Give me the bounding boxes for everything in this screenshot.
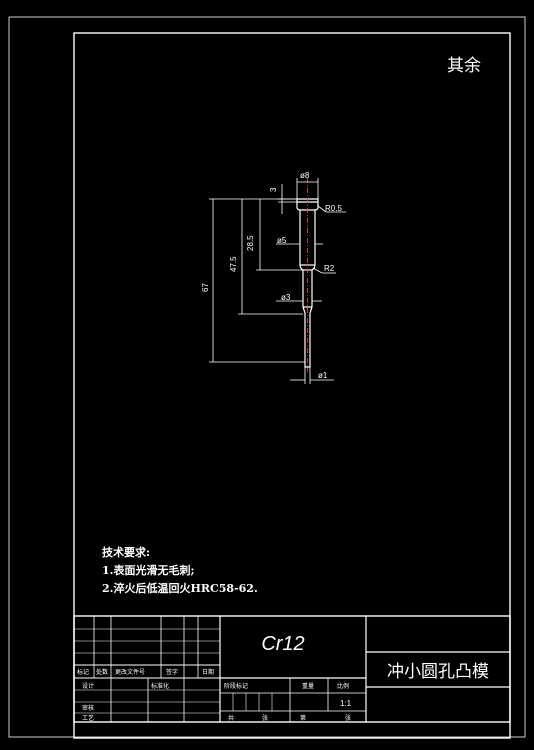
- label-sheets: 张: [262, 714, 268, 722]
- tech-note-2: 2.淬火后低温回火HRC58-62.: [102, 581, 258, 595]
- label-standardize: 标准化: [151, 682, 169, 690]
- outer-frame: [8, 16, 526, 738]
- dim-length-47-5: 47.5: [229, 256, 238, 272]
- dim-shank-dia: ø5: [277, 236, 287, 245]
- dim-length-28-5: 28.5: [246, 235, 255, 251]
- dim-head-height: 3: [269, 187, 278, 192]
- dim-head-radius: R0.5: [325, 204, 342, 213]
- material-value: Cr12: [261, 633, 304, 655]
- tech-note-1: 1.表面光滑无毛刺;: [102, 563, 195, 577]
- dim-length-67: 67: [201, 283, 210, 292]
- label-date: 日期: [202, 668, 214, 676]
- title-block: 标记 处数 更改文件号 签字 日期 设计 标准化 审核 工艺 阶段标记 重量 比…: [73, 615, 511, 723]
- dim-head-dia: ø8: [300, 171, 310, 180]
- title-block-border: [73, 615, 511, 723]
- tech-notes-title: 技术要求:: [102, 545, 150, 559]
- dim-fillet-radius: R2: [324, 264, 335, 273]
- label-weight: 重量: [302, 682, 314, 690]
- label-design: 设计: [82, 682, 94, 690]
- scale-value: 1:1: [340, 699, 352, 708]
- label-sheet-unit: 张: [345, 714, 351, 722]
- dim-tip-dia: ø1: [318, 371, 328, 380]
- label-signature: 签字: [166, 668, 178, 676]
- part-name: 冲小圆孔凸模: [387, 662, 489, 682]
- label-sheet-number: 第: [300, 714, 306, 722]
- punch-part: [296, 178, 319, 372]
- label-total: 共: [228, 714, 234, 722]
- roughness-note: 其余: [447, 56, 481, 76]
- drawing-border: [73, 32, 511, 739]
- label-process: 工艺: [82, 714, 94, 722]
- label-stage-mark: 阶段标记: [224, 682, 248, 690]
- label-scale: 比例: [337, 682, 349, 690]
- label-count: 处数: [96, 668, 108, 676]
- label-mark: 标记: [77, 668, 89, 676]
- dim-step-dia: ø3: [281, 293, 291, 302]
- punch-tip: [302, 306, 313, 368]
- label-change-doc: 更改文件号: [115, 668, 145, 676]
- technical-notes: 技术要求: 1.表面光滑无毛刺; 2.淬火后低温回火HRC58-62.: [102, 545, 258, 595]
- dimension-group: ø8 3 R0.5 ø5 R2 ø3 ø1 28.5: [201, 171, 346, 384]
- label-review: 审核: [82, 704, 94, 712]
